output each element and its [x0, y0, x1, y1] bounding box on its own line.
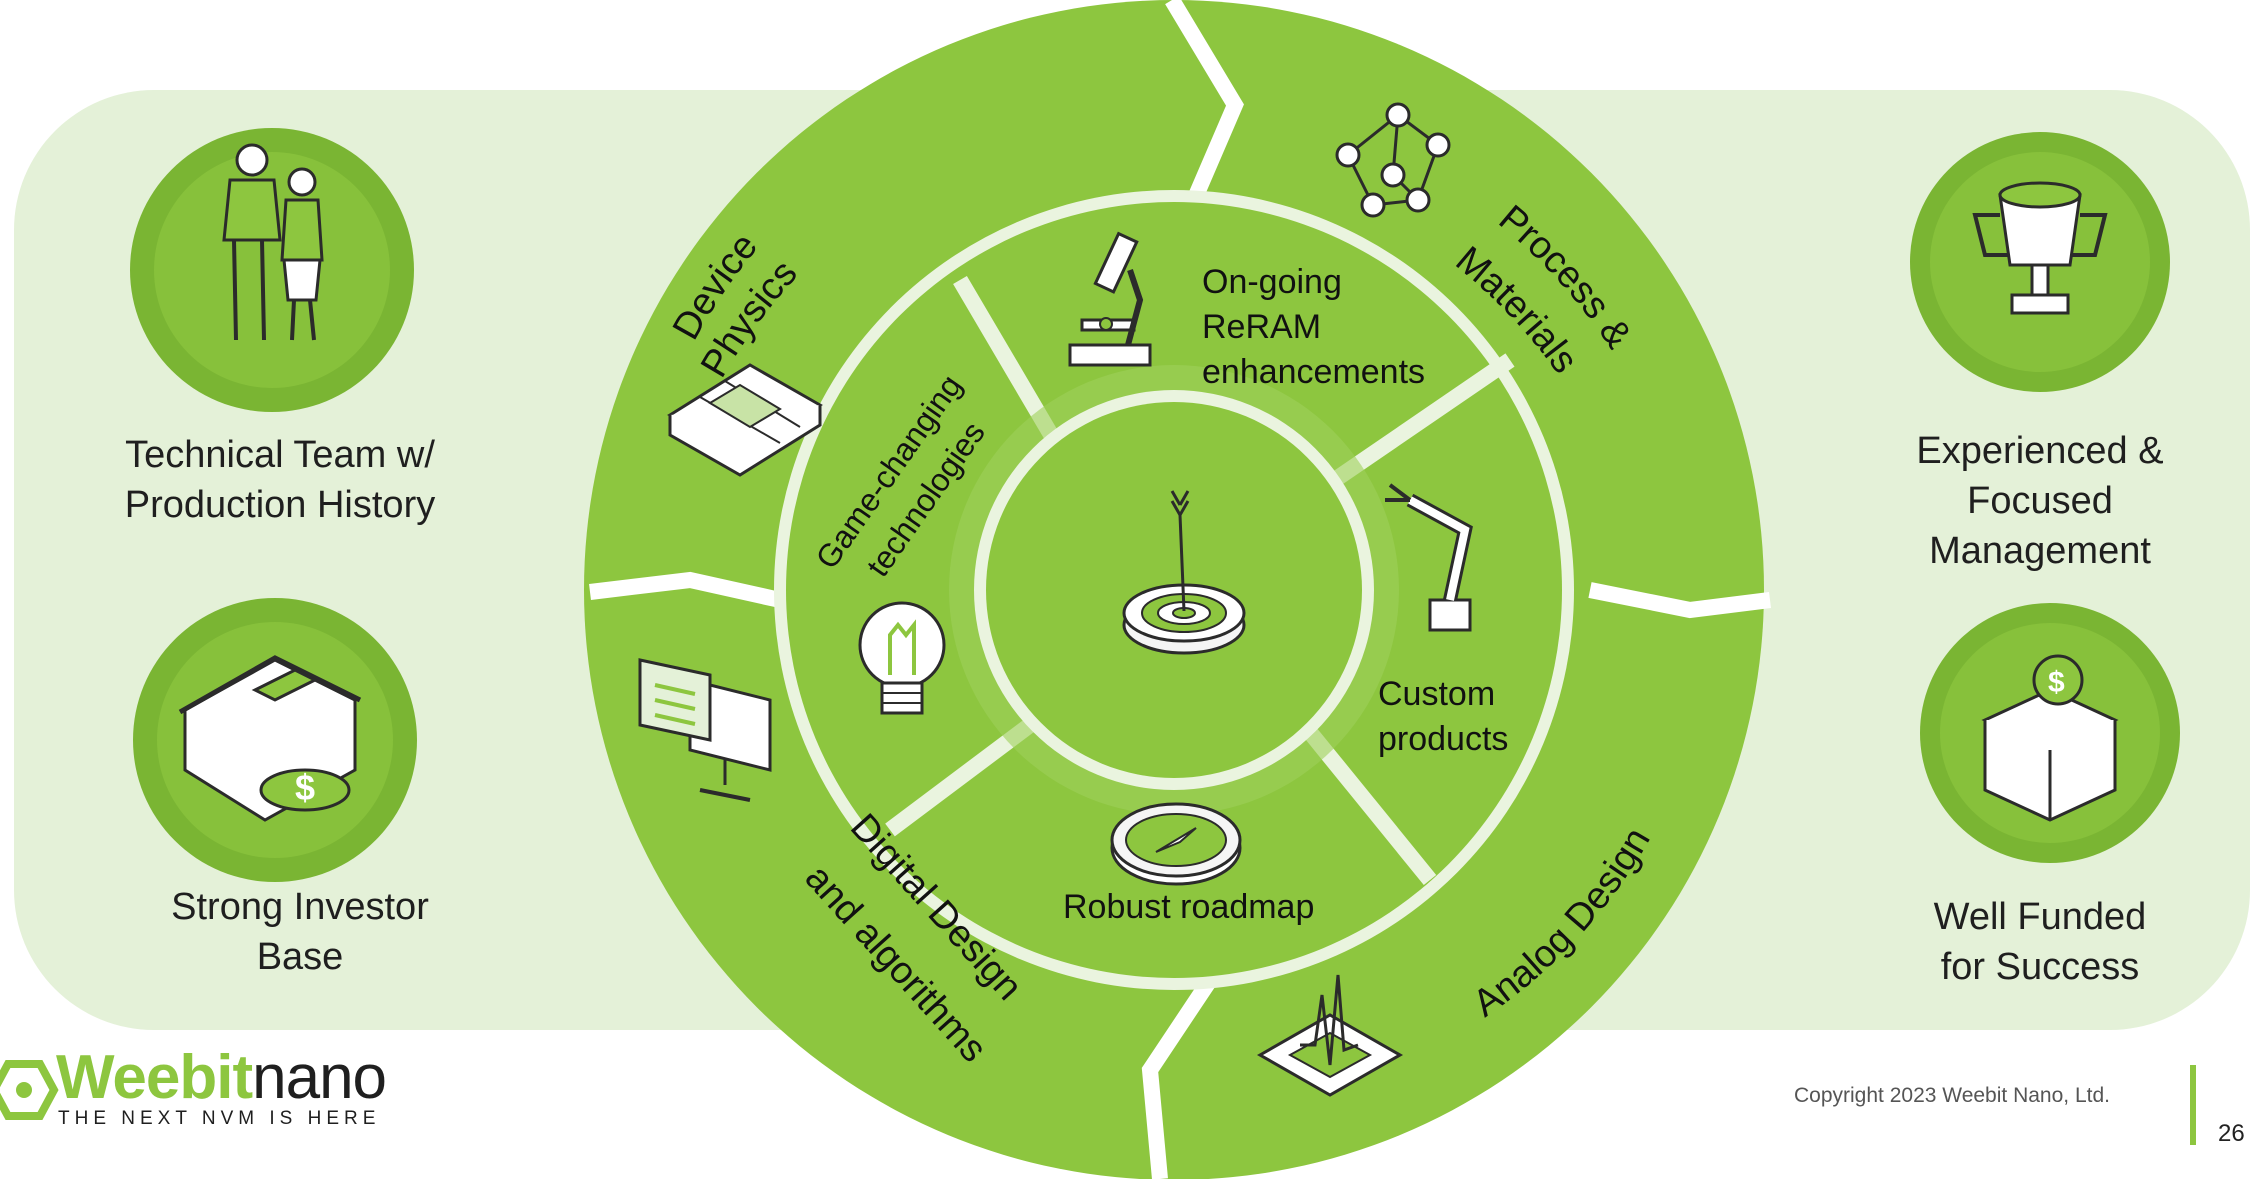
- label-technical-team: Technical Team w/ Production History: [124, 434, 436, 526]
- molecule-icon: [1335, 102, 1451, 218]
- compass-icon: [1110, 802, 1242, 886]
- logo-wordmark: Weebitnano: [56, 1043, 387, 1112]
- device-layers-icon: [667, 363, 823, 477]
- svg-text:$: $: [295, 767, 315, 808]
- money-box-icon: $: [1981, 654, 2119, 822]
- house-money-icon: $: [178, 655, 362, 822]
- lightbulb-icon: [858, 601, 946, 715]
- microscope-icon: [1068, 231, 1152, 367]
- weebit-logo-mark: [0, 1060, 59, 1120]
- svg-text:$: $: [2048, 666, 2065, 699]
- label-investor-base: Strong Investor Base: [171, 886, 429, 978]
- team-people-icon: [222, 143, 324, 341]
- separator-bottom: [1141, 975, 1217, 1179]
- logo-tagline: THE NEXT NVM IS HERE: [58, 1108, 381, 1129]
- label-reram-1: On-going: [1202, 263, 1342, 301]
- chip-waveform-icon: [1256, 974, 1404, 1097]
- trophy-icon: [1972, 181, 2108, 315]
- copyright-text: Copyright 2023 Weebit Nano, Ltd.: [1794, 1084, 2110, 1107]
- label-well-funded: Well Funded for Success: [1933, 896, 2147, 988]
- separator-top: [1165, 0, 1244, 202]
- label-custom-2: products: [1378, 720, 1508, 758]
- label-reram-2: ReRAM: [1202, 308, 1321, 346]
- separator-left: [589, 571, 782, 608]
- label-reram-3: enhancements: [1202, 353, 1425, 391]
- separator-right: [1588, 582, 1771, 619]
- label-management: Experienced & Focused Management: [1916, 430, 2164, 572]
- robot-arm-icon: [1385, 483, 1473, 632]
- label-custom-1: Custom: [1378, 675, 1495, 713]
- target-arrow-icon: [1122, 490, 1246, 655]
- page-number: 26: [2218, 1120, 2245, 1147]
- monitor-code-icon: [638, 658, 772, 802]
- label-roadmap: Robust roadmap: [1063, 888, 1314, 926]
- page-accent-bar: [2190, 1065, 2196, 1145]
